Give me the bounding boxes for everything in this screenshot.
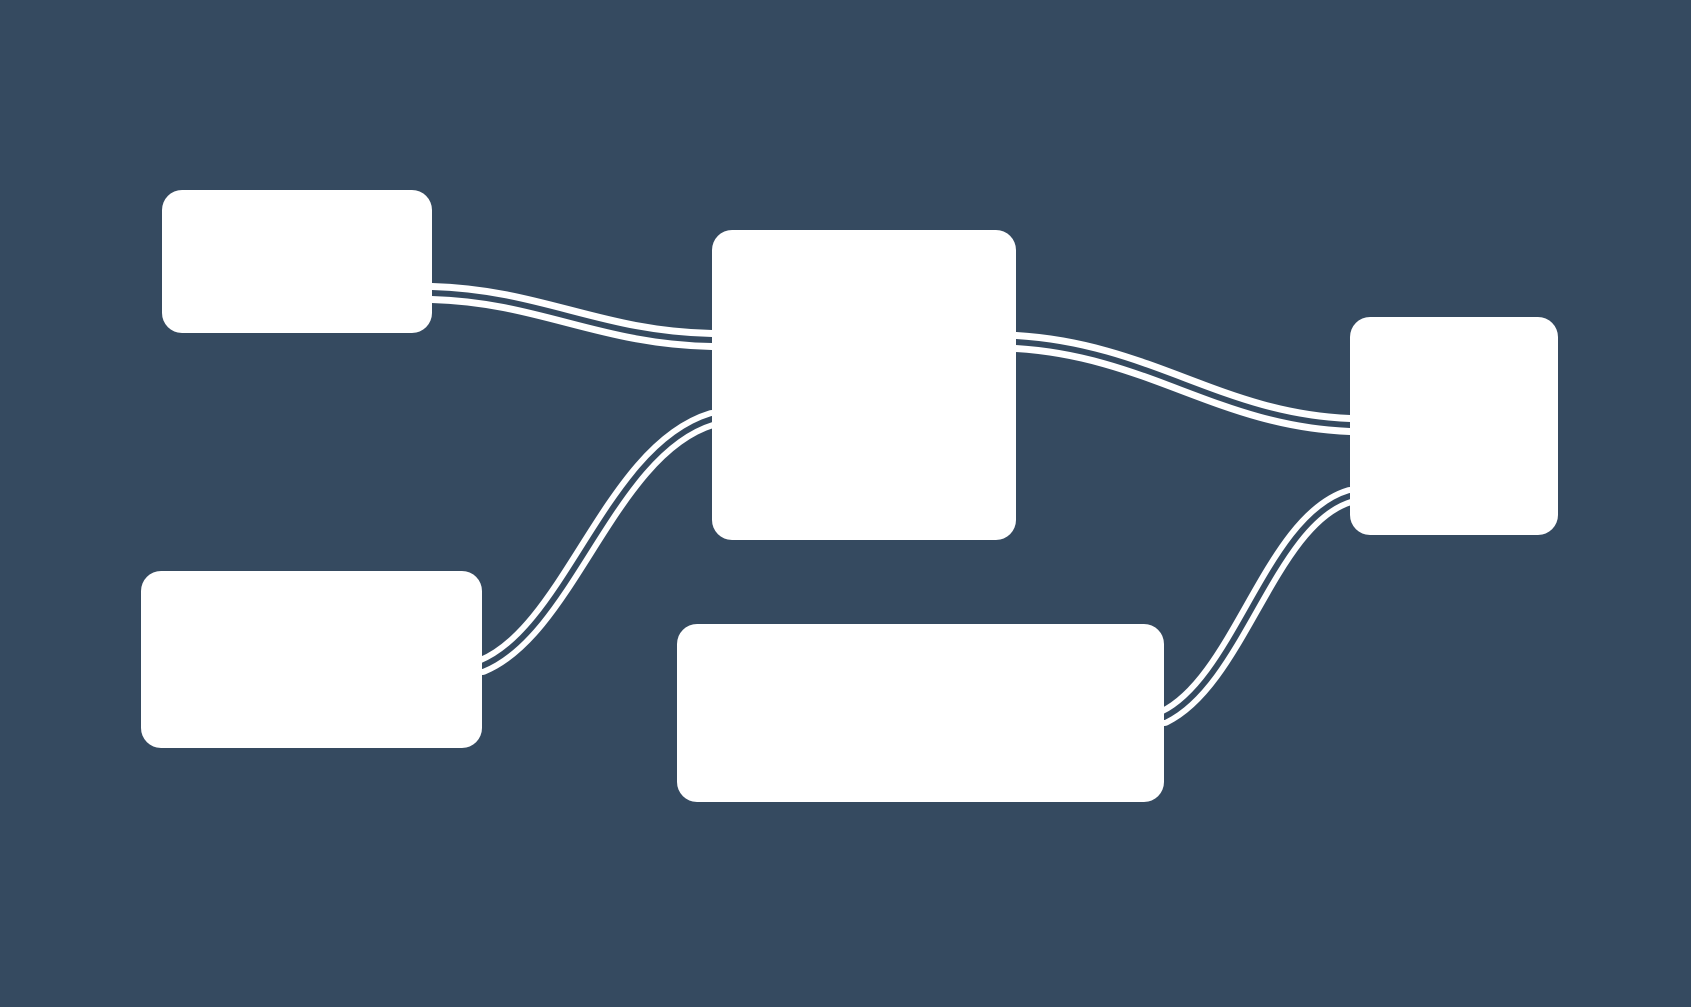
- node-box-bottom-center: [677, 624, 1164, 802]
- edge-d-b: [473, 410, 721, 675]
- edge-e-c-inner: [1161, 493, 1353, 720]
- node-box-right: [1350, 317, 1558, 535]
- edge-e-c-outer: [1155, 487, 1359, 726]
- edge-d-b-inner: [479, 416, 715, 669]
- edge-e-c: [1155, 487, 1359, 726]
- edge-b-c-inner: [1013, 339, 1353, 428]
- edge-b-c: [1006, 332, 1360, 435]
- edge-a-b: [422, 283, 722, 350]
- node-box-center: [712, 230, 1016, 540]
- edge-a-b-inner: [429, 290, 715, 343]
- edge-d-b-outer: [473, 410, 721, 675]
- node-box-top-left: [162, 190, 432, 333]
- node-box-bottom-left: [141, 571, 482, 748]
